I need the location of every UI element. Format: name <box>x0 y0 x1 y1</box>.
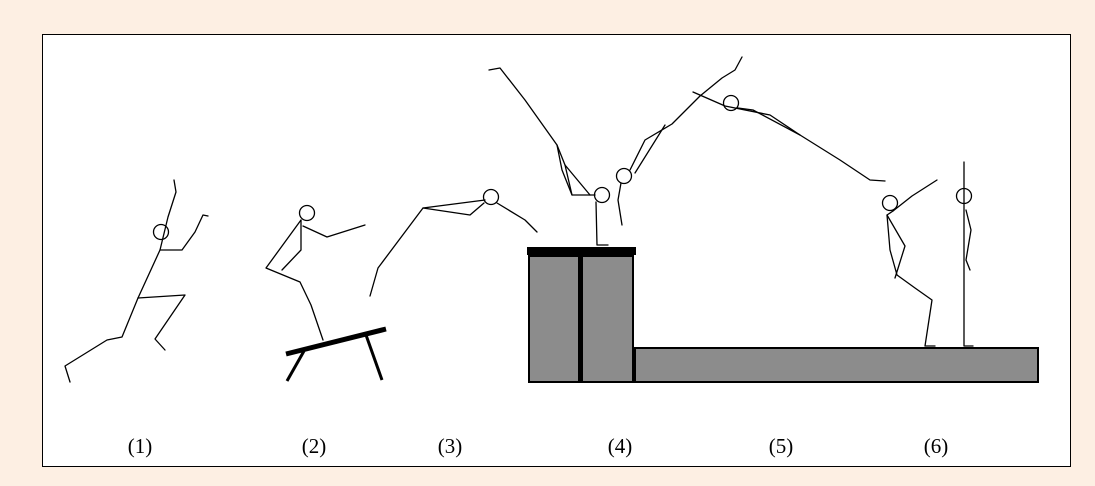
gymnast-figure-5 <box>692 91 886 182</box>
springboard <box>285 326 387 382</box>
phase-label-1: (1) <box>127 434 153 458</box>
gymnast-figure-1 <box>64 179 209 383</box>
gymnast-figure-3 <box>369 188 538 297</box>
phase-label-3: (3) <box>437 434 463 458</box>
phase-label-4: (4) <box>607 434 633 458</box>
phase-label-6: (6) <box>923 434 949 458</box>
gymnast-figure-4 <box>488 56 743 246</box>
phase-label-2: (2) <box>301 434 327 458</box>
gymnast-figure-2 <box>265 204 366 341</box>
phase-label-5: (5) <box>768 434 794 458</box>
vaulting-box <box>527 247 636 383</box>
landing-mat <box>634 347 1039 383</box>
gymnast-figure-6 <box>881 161 974 347</box>
